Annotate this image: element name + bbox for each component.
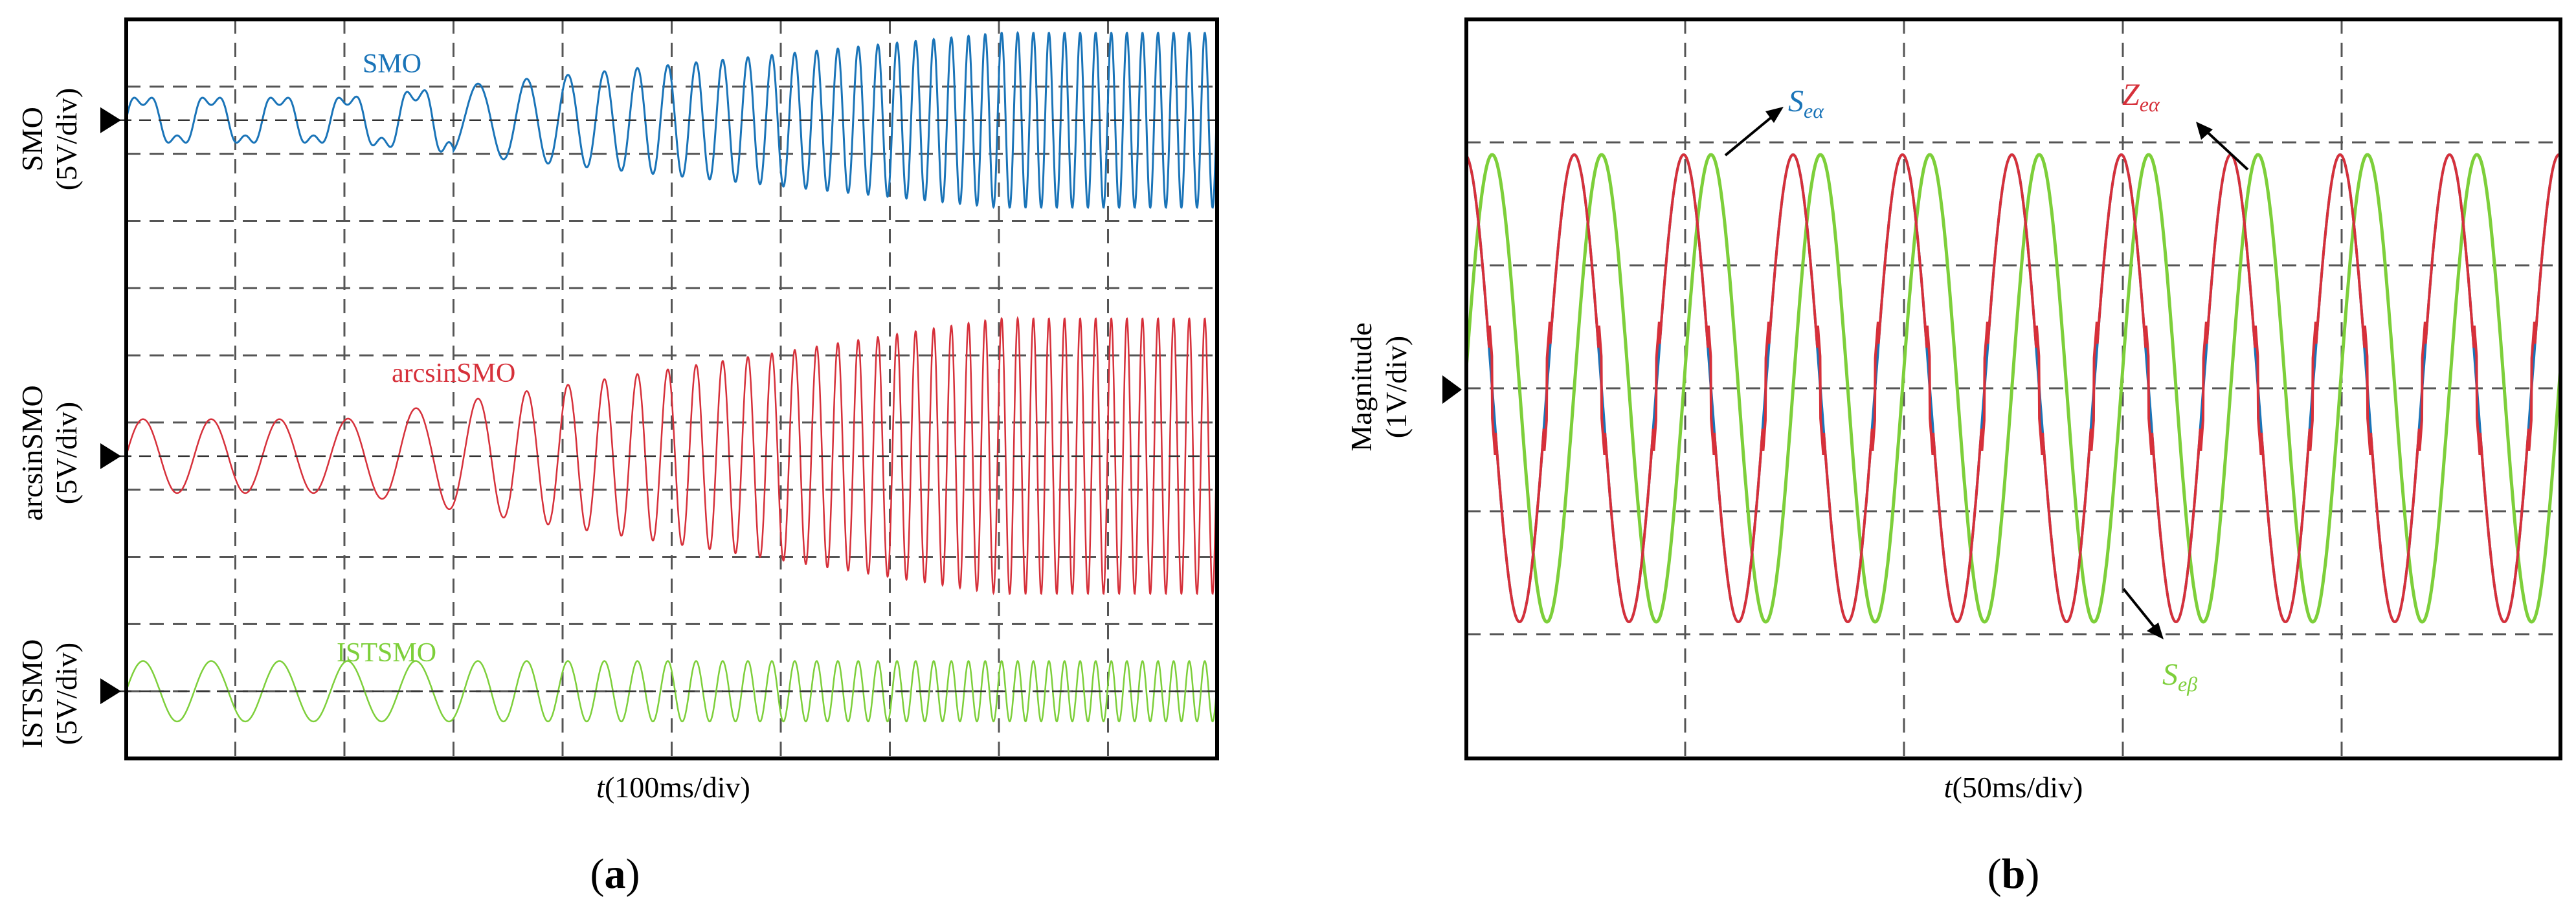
panel-b-sublabel-close: ) [2025, 850, 2039, 898]
z-alpha-arrowhead [2196, 122, 2213, 140]
annotation-arrows [1724, 107, 2249, 639]
s-beta-label-main: S [2162, 657, 2178, 692]
istsmo-trace-label: ISTSMO [337, 638, 436, 668]
panel-a-series-2 [125, 660, 1218, 723]
panel-a-sublabel-open: ( [590, 850, 605, 898]
panel-b-sublabel-letter: b [2002, 850, 2026, 898]
panel-a-sublabel-close: ) [626, 850, 640, 898]
panel-a-level-marker [100, 107, 121, 133]
panel-a-sublabel-letter: a [605, 850, 626, 898]
smo-ylabel-name: SMO [16, 107, 49, 171]
istsmo-ylabel-unit: (5V/div) [50, 643, 83, 745]
panel-b-xlabel-unit: (50ms/div) [1952, 771, 2083, 804]
panel-a-sublabel: (a) [590, 850, 640, 898]
z-alpha-label: Zeα [2122, 78, 2160, 116]
panel-a-xlabel-var: t [596, 771, 605, 804]
s-beta-label: Seβ [2162, 657, 2197, 696]
arcsinsmo-trace-label: arcsinSMO [392, 359, 515, 388]
panel-b: Magnitude (1V/div) Seα Zeα Seβ t(50ms/di… [1345, 17, 2562, 898]
panel-a-series-1 [125, 316, 1218, 595]
smo-ylabel-unit: (5V/div) [50, 88, 83, 190]
panel-b-xlabel: t(50ms/div) [1944, 771, 2083, 804]
panel-b-sublabel: (b) [1988, 850, 2040, 898]
s-alpha-label-main: S [1788, 84, 1804, 118]
s-alpha-label: Seα [1788, 84, 1824, 122]
panel-b-ylabel-name: Magnitude [1345, 322, 1378, 451]
s-alpha-arrow [1724, 114, 1775, 157]
panel-b-ylabel-unit: (1V/div) [1380, 336, 1413, 438]
panel-a-series-0 [125, 31, 1218, 209]
s-beta-label-sub: eβ [2178, 672, 2197, 696]
s-alpha-label-sub: eα [1804, 99, 1824, 122]
panel-b-zero-marker [1442, 375, 1462, 404]
s-alpha-arrowhead [1765, 107, 1784, 123]
panel-a-level-marker [100, 443, 121, 469]
z-alpha-label-sub: eα [2140, 93, 2160, 116]
arcsinsmo-ylabel-name: arcsinSMO [16, 385, 49, 521]
panel-b-xlabel-var: t [1944, 771, 1953, 804]
panel-b-series-2 [1464, 153, 2562, 624]
panel-a-xlabel: t(100ms/div) [596, 771, 750, 804]
z-alpha-label-main: Z [2122, 78, 2140, 112]
panel-a-xlabel-unit: (100ms/div) [605, 771, 750, 804]
arcsinsmo-ylabel-unit: (5V/div) [50, 402, 83, 504]
z-alpha-arrow [2203, 128, 2249, 171]
panel-a-level-marker [100, 678, 121, 705]
panel-a-traces [120, 31, 1218, 723]
s-beta-arrow [2122, 588, 2157, 630]
smo-trace-label: SMO [363, 49, 421, 79]
s-beta-arrowhead [2147, 623, 2164, 639]
panel-a-level-markers [100, 107, 121, 705]
panel-a: SMO arcsinSMO ISTSMO SMO (5V/div) arcsin… [16, 17, 1219, 898]
istsmo-ylabel-name: ISTSMO [16, 639, 49, 749]
panel-b-frame [1464, 17, 2562, 760]
panel-b-series-1 [1465, 153, 2562, 624]
panel-a-frame [124, 17, 1219, 760]
panel-b-sublabel-open: ( [1988, 850, 2002, 898]
panel-b-traces [1464, 153, 2562, 624]
